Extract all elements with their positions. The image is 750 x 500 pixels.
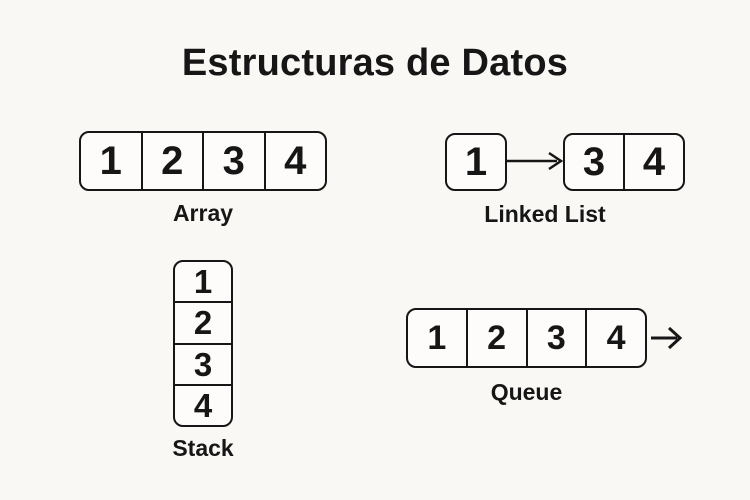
stack-cell: 1 <box>193 263 213 301</box>
array-cell: 3 <box>202 133 264 189</box>
linked-list-cell: 1 <box>464 140 488 184</box>
array-cell: 2 <box>140 133 203 189</box>
stack-box: 1 2 3 4 <box>173 260 233 427</box>
stack-cell: 2 <box>175 301 231 342</box>
page-title: Estructuras de Datos <box>181 42 569 84</box>
queue-cell: 1 <box>427 319 447 357</box>
queue-cell: 2 <box>465 310 526 366</box>
queue-arrow-icon <box>651 326 683 350</box>
linked-list-cell: 3 <box>582 140 606 184</box>
array-cell: 1 <box>99 139 122 183</box>
queue-cell: 4 <box>585 310 645 366</box>
stack-cell: 3 <box>175 342 231 384</box>
linked-list-arrow-icon <box>507 151 564 171</box>
linked-list-label: Linked List <box>484 201 606 227</box>
array-box: 1 2 3 4 <box>79 131 327 191</box>
linked-list-tail-node: 3 4 <box>563 133 685 191</box>
linked-list-cell: 4 <box>623 135 683 189</box>
stack-cell: 4 <box>175 383 231 425</box>
queue-cell: 3 <box>525 310 586 366</box>
stack-label: Stack <box>172 435 234 461</box>
linked-list-head-node: 1 <box>445 133 507 191</box>
queue-label: Queue <box>490 379 563 405</box>
array-label: Array <box>172 200 234 226</box>
array-cell: 4 <box>263 133 326 189</box>
queue-box: 1 2 3 4 <box>406 308 647 368</box>
